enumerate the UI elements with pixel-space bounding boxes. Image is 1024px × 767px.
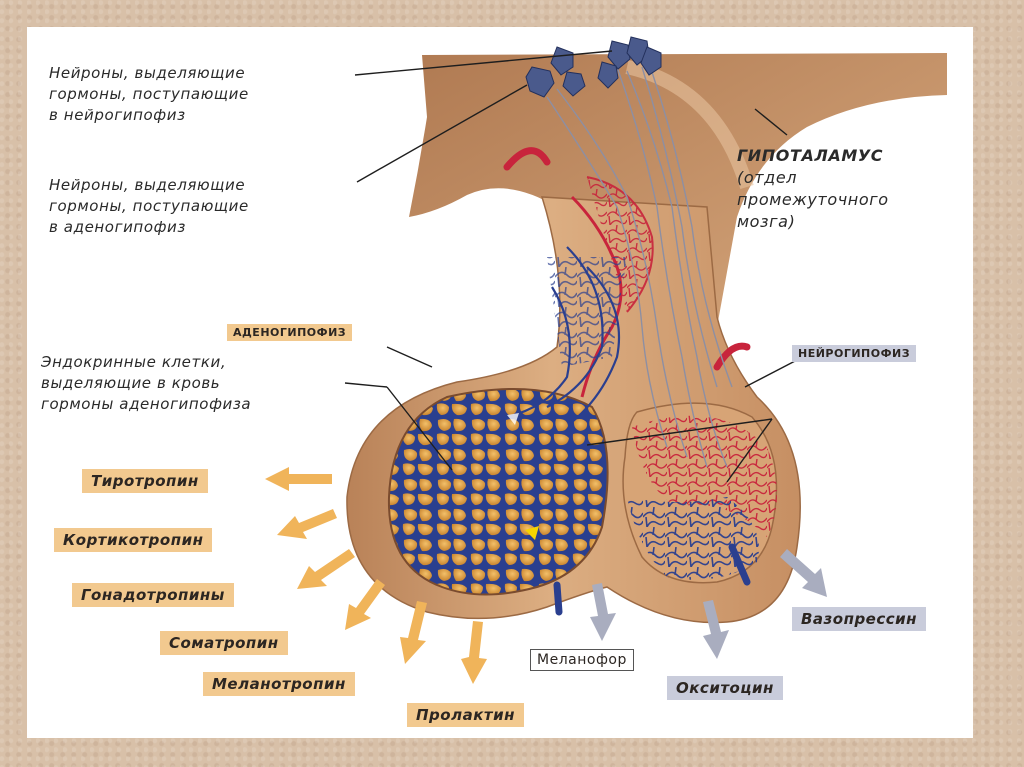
- hormone-gonadotropins: Гонадотропины: [72, 583, 234, 607]
- hormone-somatropin: Соматропин: [160, 631, 288, 655]
- label-line: Эндокринные клетки,: [41, 353, 227, 371]
- label-line: выделяющие в кровь: [41, 374, 221, 392]
- hormone-oxytocin: Окситоцин: [667, 676, 783, 700]
- label-line: промежуточного: [737, 190, 889, 209]
- neuro-hormone-arrows: [590, 549, 827, 659]
- label-neurohypophysis: НЕЙРОГИПОФИЗ: [792, 345, 917, 362]
- label-line: ГИПОТАЛАМУС: [737, 146, 884, 165]
- label-line: в нейрогипофиз: [49, 106, 186, 124]
- label-line: мозга): [737, 212, 796, 231]
- label-hypothalamus: ГИПОТАЛАМУС (отдел промежуточного мозга): [737, 145, 889, 233]
- pituitary-illustration: [265, 36, 947, 684]
- leader-lines: [344, 50, 798, 483]
- label-adenohypophysis: АДЕНОГИПОФИЗ: [227, 324, 353, 341]
- diagram-canvas: Нейроны, выделяющие гормоны, поступающие…: [27, 27, 973, 738]
- adenohypophysis-lobe: [387, 388, 609, 596]
- label-neurons-adenohypophysis: Нейроны, выделяющие гормоны, поступающие…: [49, 175, 249, 238]
- hormone-corticotropin: Кортикотропин: [54, 528, 213, 552]
- neuron-cluster-right: [597, 36, 662, 89]
- label-line: гормоны, поступающие: [49, 197, 249, 215]
- label-line: Нейроны, выделяющие: [49, 176, 246, 194]
- label-line: в аденогипофиз: [49, 218, 186, 236]
- label-neurons-neurohypophysis: Нейроны, выделяющие гормоны, поступающие…: [49, 63, 249, 126]
- label-line: (отдел: [737, 168, 798, 187]
- label-line: гормоны аденогипофиза: [41, 395, 252, 413]
- neuron-cluster-left: [525, 46, 586, 98]
- hormone-thyrotropin: Тиротропин: [82, 469, 208, 493]
- hormone-melanotropin: Меланотропин: [203, 672, 355, 696]
- adeno-hormone-arrows: [265, 467, 487, 684]
- label-line: Нейроны, выделяющие: [49, 64, 246, 82]
- label-endocrine-cells: Эндокринные клетки, выделяющие в кровь г…: [41, 352, 251, 415]
- hormone-melanophore: Меланофор: [530, 649, 634, 671]
- hormone-prolactin: Пролактин: [407, 703, 524, 727]
- label-line: гормоны, поступающие: [49, 85, 249, 103]
- hormone-vasopressin: Вазопрессин: [792, 607, 927, 631]
